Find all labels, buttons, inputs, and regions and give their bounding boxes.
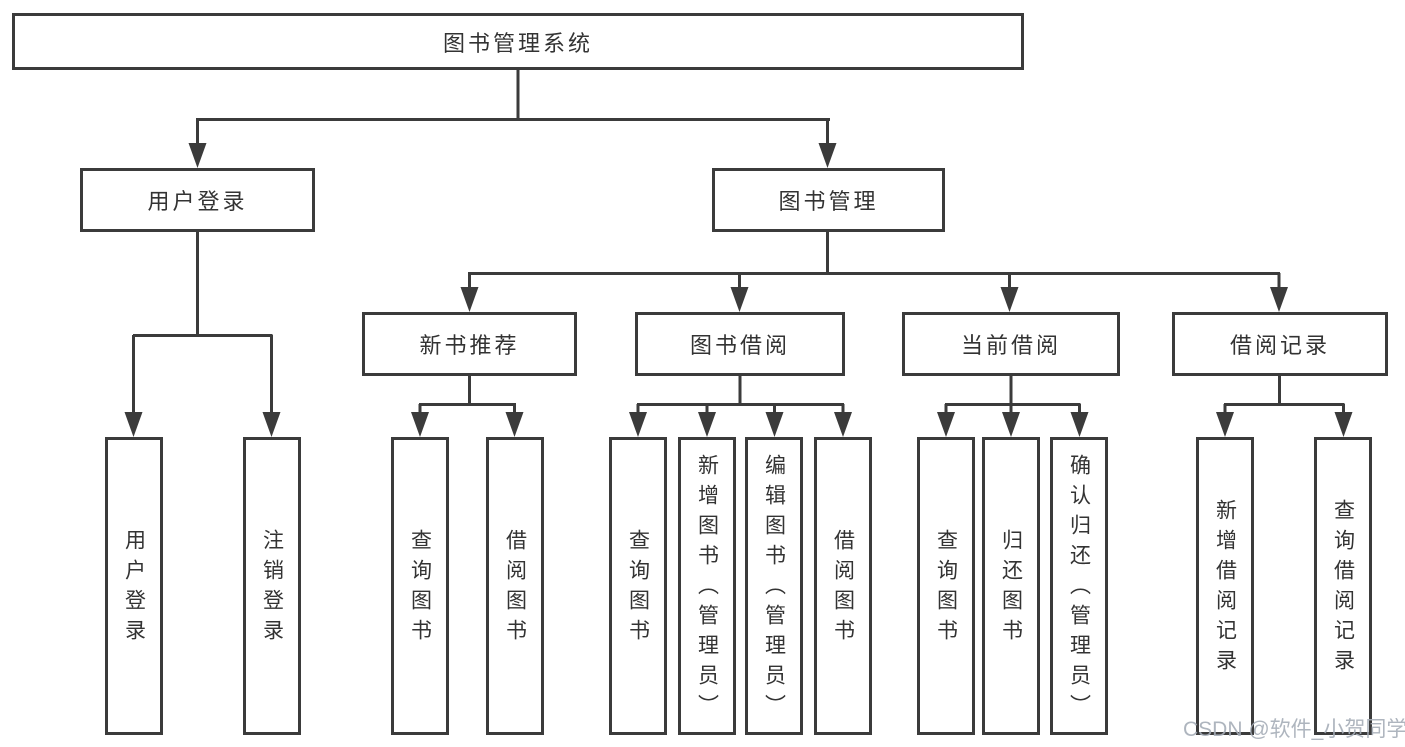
leaf-add-borrow-record: 新增借阅记录 [1196, 437, 1254, 735]
leaf-return-books: 归还图书 [982, 437, 1040, 735]
arrowhead-icons [124, 143, 1353, 437]
leaf-query-borrow-record: 查询借阅记录 [1314, 437, 1372, 735]
node-book-management-branch: 图书管理 [712, 168, 945, 232]
leaf-edit-books-admin: 编辑图书（管理员） [745, 437, 803, 735]
node-user-login-branch: 用户登录 [80, 168, 315, 232]
node-library-system-root: 图书管理系统 [12, 13, 1024, 70]
connector-lines [132, 70, 1345, 417]
leaf-borrow-books-recommend: 借阅图书 [486, 437, 544, 735]
leaf-logout: 注销登录 [243, 437, 301, 735]
leaf-user-login: 用户登录 [105, 437, 163, 735]
leaf-add-books-admin: 新增图书（管理员） [678, 437, 736, 735]
node-borrowing-records: 借阅记录 [1172, 312, 1388, 376]
leaf-confirm-return-admin: 确认归还（管理员） [1050, 437, 1108, 735]
node-new-book-recommend: 新书推荐 [362, 312, 577, 376]
leaf-query-books-recommend: 查询图书 [391, 437, 449, 735]
leaf-borrow-books: 借阅图书 [814, 437, 872, 735]
node-book-borrowing: 图书借阅 [635, 312, 845, 376]
node-current-borrowing: 当前借阅 [902, 312, 1120, 376]
leaf-query-books-current: 查询图书 [917, 437, 975, 735]
leaf-query-books-borrowing: 查询图书 [609, 437, 667, 735]
